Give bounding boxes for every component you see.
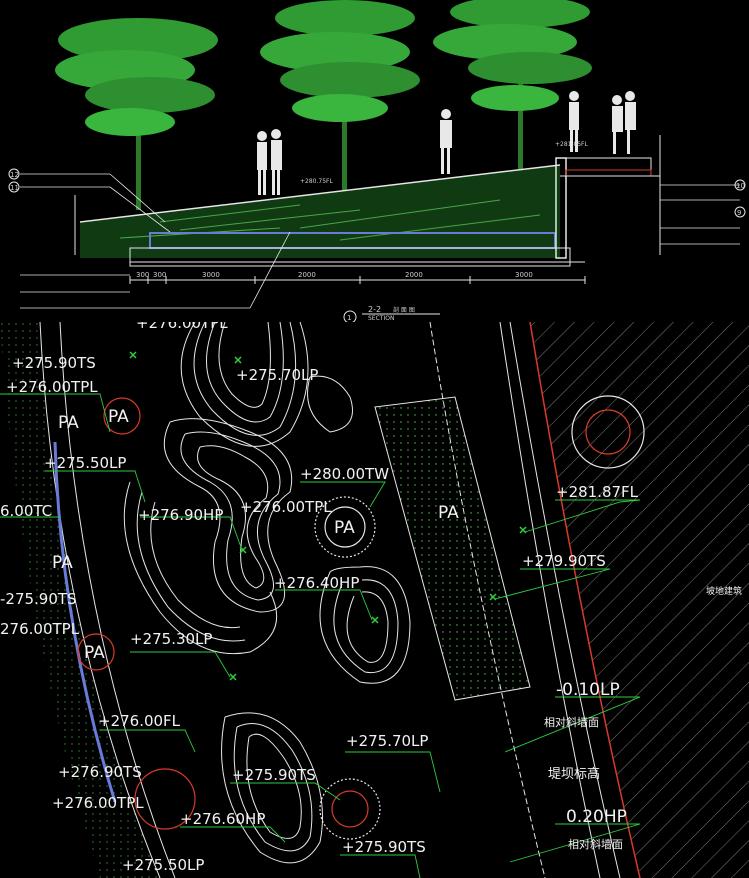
- elevation-label: +276.00FL: [98, 712, 181, 730]
- section-svg: 300 300 3000 2000 2000 3000 12 11 10 9 +…: [8, 0, 746, 322]
- elevation-label: +276.90TS: [58, 763, 142, 781]
- elevation-label: +279.90TS: [522, 552, 606, 570]
- person-icon: [569, 91, 636, 154]
- dimension-label: 300: [153, 271, 166, 279]
- elevation-label: +275.30LP: [130, 630, 212, 648]
- section-title: 2-2: [368, 305, 381, 314]
- area-label: PA: [438, 503, 459, 523]
- dimension-label: 3000: [515, 271, 533, 279]
- elevation-label: +275.50LP: [44, 454, 126, 472]
- elevation-label: +275.70LP: [346, 732, 428, 750]
- dimension-label: 300: [136, 271, 149, 279]
- cn-label: 相对斜墙面: [544, 715, 599, 729]
- elevation-label: +275.90TS: [232, 766, 316, 784]
- elevation-label: +276.60HP: [180, 810, 265, 828]
- elevation-label: +280.00TW: [300, 465, 389, 483]
- elevation-label: -0.10LP: [556, 680, 620, 700]
- elevation-label: +280.75FL: [300, 178, 333, 185]
- elevation-label: 276.00TPL: [0, 620, 80, 638]
- elevation-label: +275.90TS: [12, 354, 96, 372]
- dimension-label: 2000: [298, 271, 316, 279]
- person-icon: [257, 129, 282, 195]
- elevation-label: +275.50LP: [122, 856, 204, 874]
- plan-drawing: +275.90TS +276.00TPL PA PA +275.50LP +27…: [0, 322, 749, 878]
- section-title-cn: 剖 面 图: [393, 306, 415, 314]
- area-label: PA: [334, 518, 355, 538]
- area-label: PA: [84, 643, 105, 663]
- leader-tag: 12: [10, 171, 19, 179]
- leader-tag: 10: [736, 182, 745, 190]
- elevation-label: +275.70LP: [236, 366, 318, 384]
- leader-tag: 11: [10, 184, 19, 192]
- tree-icon: [55, 18, 218, 210]
- section-number: 1: [347, 314, 351, 322]
- area-label: PA: [52, 553, 73, 573]
- cn-label: 坡地建筑: [706, 585, 742, 597]
- leader-tag: 9: [737, 209, 741, 217]
- dimension-label: 3000: [202, 271, 220, 279]
- section-subtitle: SECTION: [368, 315, 394, 322]
- elevation-label: +281.85FL: [555, 141, 588, 148]
- elevation-label: +276.40HP: [274, 574, 359, 592]
- cn-label: 相对斜墙面: [568, 837, 623, 851]
- cn-label: 堤坝标高: [548, 766, 600, 782]
- plan-svg: +275.90TS +276.00TPL PA PA +275.50LP +27…: [0, 322, 749, 878]
- elevation-label: +276.00TPL: [240, 498, 332, 516]
- elevation-label: +276.00TPL: [6, 378, 98, 396]
- elevation-label: +276.00TPL: [136, 322, 228, 332]
- tree-icon: [433, 0, 592, 170]
- area-label: PA: [108, 407, 129, 427]
- person-icon: [440, 109, 452, 174]
- section-drawing: 300 300 3000 2000 2000 3000 12 11 10 9 +…: [0, 0, 749, 322]
- elevation-label: -275.90TS: [0, 590, 77, 608]
- elevation-label: +281.87FL: [556, 483, 639, 501]
- elevation-label: +276.00TPL: [52, 794, 144, 812]
- elevation-label: +276.90HP: [138, 506, 223, 524]
- elevation-label: 0.20HP: [566, 807, 627, 827]
- tree-icon: [260, 0, 420, 190]
- elevation-label: 6.00TC: [0, 502, 52, 520]
- area-label: PA: [58, 413, 79, 433]
- dimension-label: 2000: [405, 271, 423, 279]
- elevation-label: +275.90TS: [342, 838, 426, 856]
